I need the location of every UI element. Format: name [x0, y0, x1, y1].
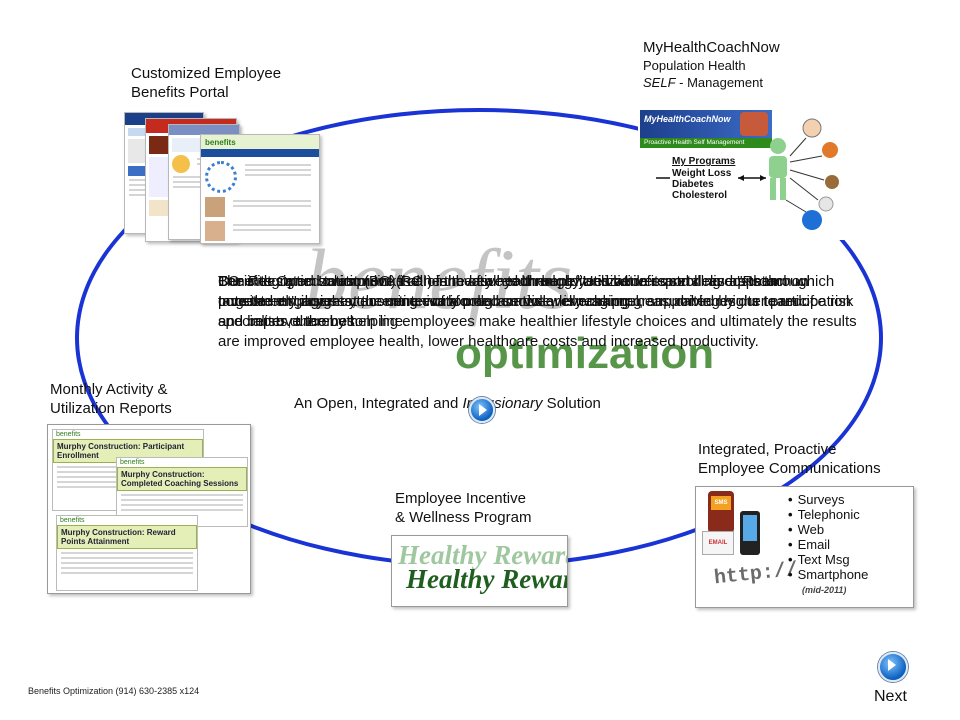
tagline-end: Solution: [542, 395, 601, 412]
doctor-icon: [802, 118, 822, 138]
program-cholesterol: Cholesterol: [672, 190, 728, 201]
smartphone-note: (mid-2011): [802, 585, 847, 595]
description-layer-4: The Return on Investment (ROI) is measur…: [218, 273, 809, 310]
email-label: EMAIL: [708, 540, 728, 546]
coach-photo: [740, 112, 768, 136]
person-body-icon: [769, 156, 787, 178]
channel-list: Surveys Telephonic Web Email Text Msg Sm…: [788, 492, 869, 582]
nutrition-icon: [822, 142, 838, 158]
person-head-icon: [770, 138, 786, 154]
smartphone-icon: [740, 511, 760, 555]
specialist-icon: [818, 196, 834, 212]
comms-label-line1: Integrated, Proactive: [698, 441, 837, 458]
sms-label: SMS: [711, 496, 731, 510]
reports-label-line2: Utilization Reports: [50, 400, 172, 417]
portal-label-line2: Benefits Portal: [131, 84, 229, 101]
healthy-rewards-logo: Healthy Rewards Healthy Rewards: [391, 535, 568, 607]
program-diabetes: Diabetes: [672, 179, 714, 190]
coach-label: MyHealthCoachNow Population Health SELF …: [643, 38, 780, 91]
comms-panel: SMS EMAIL http:// Surveys Telephonic Web…: [695, 486, 914, 608]
channel-email: Email: [788, 537, 868, 552]
healthy-rewards-shadow: Healthy Rewards: [398, 540, 567, 570]
description-layer-1: Benefits Optimization (BO) is an innovat…: [218, 273, 851, 330]
programs-list: Weight Loss Diabetes Cholesterol: [672, 168, 731, 201]
coach-banner-bg: MyHealthCoachNow Proactive Health Self M…: [640, 110, 772, 148]
healthy-rewards-text: Healthy Rewards: [406, 564, 567, 594]
coach-subtitle-1: Population Health: [643, 58, 746, 73]
play-video-button[interactable]: [469, 397, 495, 423]
channel-telephonic: Telephonic: [788, 507, 868, 522]
channel-web: Web: [788, 522, 868, 537]
phone-icon: SMS: [708, 491, 734, 533]
reports-label: Monthly Activity & Utilization Reports: [50, 380, 172, 418]
coach-title: MyHealthCoachNow: [643, 39, 780, 56]
portal-label-line1: Customized Employee: [131, 65, 282, 82]
report-rewards-title: Murphy Construction: Reward Points Attai…: [57, 525, 197, 549]
comms-label: Integrated, Proactive Employee Communica…: [698, 440, 881, 478]
channel-smartphone: Smartphone: [788, 567, 869, 582]
tagline-start: An Open, Integrated and: [294, 395, 463, 412]
incentive-label-line1: Employee Incentive: [395, 490, 526, 507]
reports-panel: benefits Murphy Construction: Participan…: [47, 424, 251, 594]
comms-label-line2: Employee Communications: [698, 460, 881, 477]
description-layer-2: BO is designed to improve the health of …: [218, 273, 854, 330]
web-http-text: http://: [713, 558, 799, 591]
pet-icon: [825, 175, 839, 189]
report-coaching-title: Murphy Construction: Completed Coaching …: [117, 467, 247, 491]
coach-subtitle-2: SELF - Management: [643, 74, 780, 91]
next-icon[interactable]: [878, 652, 908, 682]
coach-management: - Management: [675, 75, 763, 90]
channel-text-msg: Text Msg: [788, 552, 868, 567]
report-rewards: benefits Murphy Construction: Reward Poi…: [56, 515, 198, 591]
coach-network-diagram: [656, 118, 839, 230]
coach-banner: Proactive Health Self Management: [640, 138, 772, 148]
solution-tagline: An Open, Integrated and Inclusionary Sol…: [294, 394, 601, 413]
programs-heading: My Programs: [672, 156, 736, 167]
next-link[interactable]: Next: [874, 688, 907, 705]
reports-label-line1: Monthly Activity &: [50, 381, 168, 398]
email-envelope-icon: EMAIL: [702, 531, 734, 555]
incentive-label: Employee Incentive & Wellness Program: [395, 489, 531, 527]
alert-icon: [802, 210, 822, 230]
coach-panel: MyHealthCoachNow Proactive Health Self M…: [638, 100, 858, 240]
footer-contact: Benefits Optimization (914) 630-2385 x12…: [28, 686, 200, 696]
incentive-label-line2: & Wellness Program: [395, 509, 532, 526]
portal-label: Customized Employee Benefits Portal: [131, 64, 281, 102]
channel-surveys: Surveys: [788, 492, 868, 507]
coach-logo: MyHealthCoachNow: [644, 114, 731, 124]
program-weight-loss: Weight Loss: [672, 168, 732, 179]
portal-screenshot-4: benefits: [200, 134, 320, 244]
description-layer-3: Our integrated solution links all of the…: [218, 273, 857, 350]
coach-self: SELF: [643, 75, 676, 90]
